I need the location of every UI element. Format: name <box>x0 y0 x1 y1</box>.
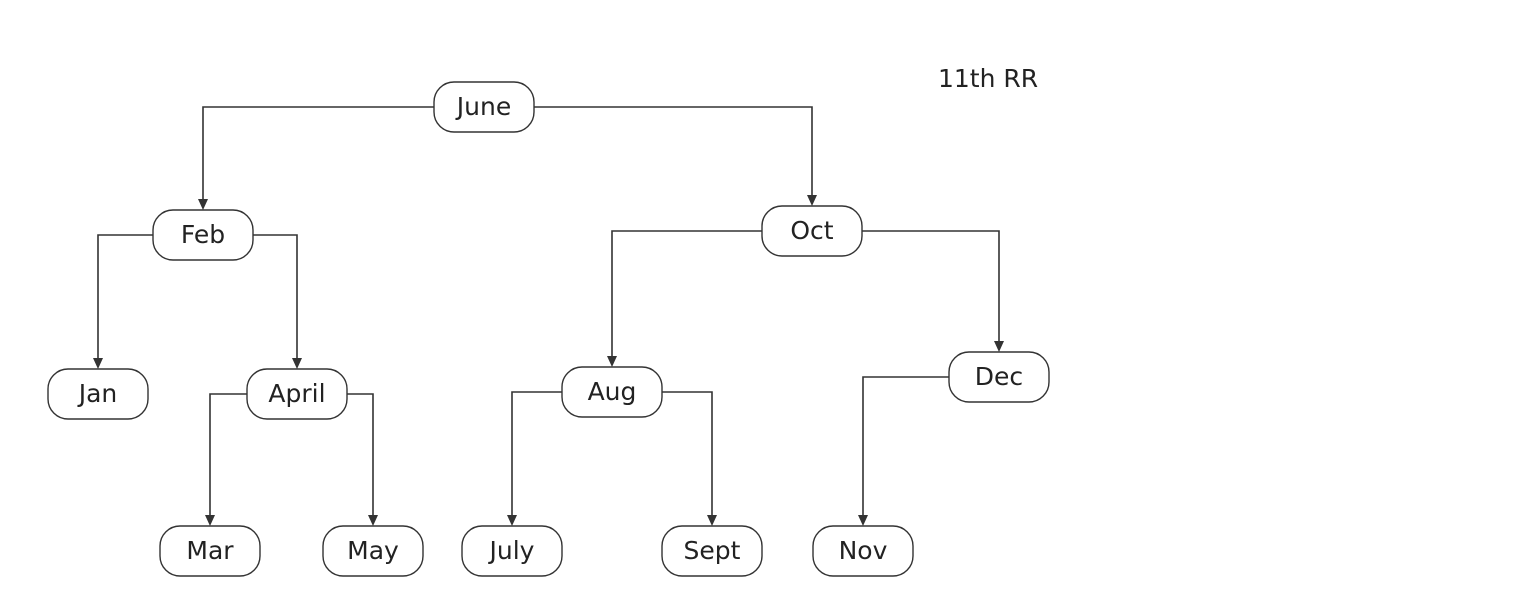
node-aug-box <box>561 366 663 418</box>
node-jan-box <box>47 368 149 420</box>
node-jan: Jan <box>47 368 149 420</box>
arrowhead-oct-to-aug <box>607 356 617 367</box>
node-sept: Sept <box>661 525 763 577</box>
arrowhead-june-to-feb <box>198 199 208 210</box>
arrowhead-feb-to-jan <box>93 358 103 369</box>
node-july-box <box>461 525 563 577</box>
node-april-box <box>246 368 348 420</box>
node-may: May <box>322 525 424 577</box>
arrowhead-dec-to-nov <box>858 515 868 526</box>
node-feb-label: Feb <box>181 220 225 249</box>
edge-oct-to-aug <box>611 230 762 357</box>
node-june-box <box>433 81 535 133</box>
arrowhead-june-to-oct <box>807 195 817 206</box>
node-dec-label: Dec <box>975 362 1023 391</box>
node-nov-label: Nov <box>839 536 888 565</box>
edge-oct-to-dec <box>862 230 1000 342</box>
node-aug: Aug <box>561 366 663 418</box>
node-mar-label: Mar <box>186 536 234 565</box>
node-june: June <box>433 81 535 133</box>
arrowhead-aug-to-sept <box>707 515 717 526</box>
edge-feb-to-jan <box>97 234 153 359</box>
arrowhead-april-to-mar <box>205 515 215 526</box>
node-jan-label: Jan <box>77 379 118 408</box>
edge-aug-to-sept <box>662 391 713 516</box>
node-may-box <box>322 525 424 577</box>
node-oct: Oct <box>761 205 863 257</box>
arrowhead-april-to-may <box>368 515 378 526</box>
edges-layer <box>93 106 1004 526</box>
node-april-label: April <box>268 379 325 408</box>
edge-june-to-oct <box>534 106 813 196</box>
arrowhead-feb-to-april <box>292 358 302 369</box>
node-oct-box <box>761 205 863 257</box>
edge-aug-to-july <box>511 391 562 516</box>
arrowhead-aug-to-july <box>507 515 517 526</box>
edge-april-to-mar <box>209 393 247 516</box>
arrowhead-oct-to-dec <box>994 341 1004 352</box>
node-feb: Feb <box>152 209 254 261</box>
node-nov: Nov <box>812 525 914 577</box>
node-sept-box <box>661 525 763 577</box>
node-july-label: July <box>488 536 535 565</box>
diagram-title: 11th RR <box>938 64 1039 93</box>
node-dec-box <box>948 351 1050 403</box>
node-april: April <box>246 368 348 420</box>
node-may-label: May <box>347 536 399 565</box>
node-aug-label: Aug <box>588 377 637 406</box>
node-feb-box <box>152 209 254 261</box>
node-june-label: June <box>455 92 511 121</box>
node-nov-box <box>812 525 914 577</box>
edge-april-to-may <box>347 393 374 516</box>
node-mar: Mar <box>159 525 261 577</box>
node-dec: Dec <box>948 351 1050 403</box>
edge-dec-to-nov <box>862 376 949 516</box>
edge-june-to-feb <box>202 106 434 200</box>
node-july: July <box>461 525 563 577</box>
node-oct-label: Oct <box>790 216 833 245</box>
node-mar-box <box>159 525 261 577</box>
node-sept-label: Sept <box>684 536 741 565</box>
edge-feb-to-april <box>253 234 298 359</box>
